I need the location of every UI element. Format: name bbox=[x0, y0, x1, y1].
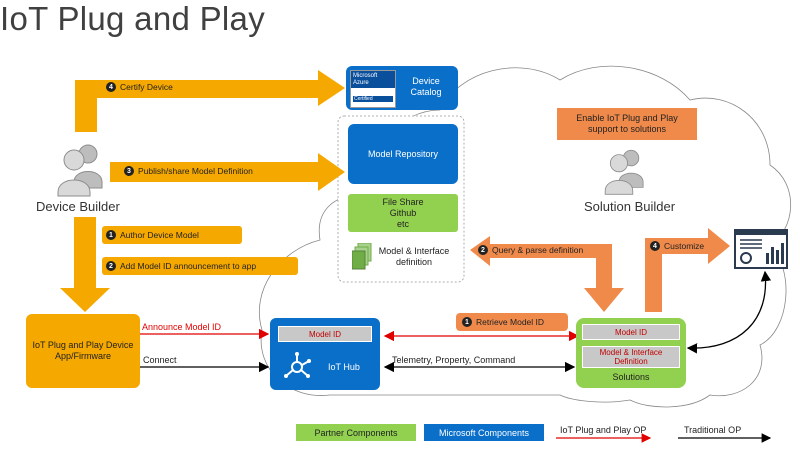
enable-pnp-note: Enable IoT Plug and Play support to solu… bbox=[557, 108, 697, 140]
step-number: 2 bbox=[478, 245, 488, 255]
step-certify: 4 Certify Device bbox=[106, 82, 173, 92]
down-arrow bbox=[60, 217, 110, 312]
step-number: 4 bbox=[106, 82, 116, 92]
dashboard-arrow bbox=[686, 270, 772, 354]
step-number: 1 bbox=[462, 317, 472, 327]
iot-hub: Model ID IoT Hub bbox=[270, 318, 380, 390]
legend-microsoft: Microsoft Components bbox=[424, 424, 544, 441]
customize-arrow bbox=[645, 228, 730, 312]
step-text: Customize bbox=[664, 241, 705, 251]
telemetry-label: Telemetry, Property, Command bbox=[392, 355, 516, 365]
device-catalog: Microsoft Azure Certified Device Catalog bbox=[346, 66, 458, 110]
solution-builder-label: Solution Builder bbox=[584, 199, 676, 214]
solution-builder-icon bbox=[600, 146, 650, 201]
step-text: Query & parse definition bbox=[492, 245, 584, 255]
step-number: 4 bbox=[650, 241, 660, 251]
query-arrow bbox=[470, 236, 624, 312]
dashboard-icon bbox=[734, 229, 788, 274]
step-number: 2 bbox=[106, 261, 116, 271]
step-text: Certify Device bbox=[120, 82, 173, 92]
file-share: File Share Github etc bbox=[348, 194, 458, 232]
certify-arrow bbox=[75, 70, 345, 132]
legend-partner: Partner Components bbox=[296, 424, 416, 441]
solutions-label: Solutions bbox=[612, 372, 650, 382]
step-add-model-id: 2 Add Model ID announcement to app bbox=[102, 257, 298, 275]
step-number: 1 bbox=[106, 230, 116, 240]
step-publish: 3 Publish/share Model Definition bbox=[124, 166, 253, 176]
solutions-model-id: Model ID bbox=[582, 324, 680, 340]
badge-line-2: Azure bbox=[353, 80, 369, 86]
iot-hub-label: IoT Hub bbox=[328, 362, 360, 372]
publish-arrow bbox=[110, 153, 345, 191]
step-number: 3 bbox=[124, 166, 134, 176]
badge-line-3: Certified bbox=[353, 96, 393, 102]
document-stack-icon bbox=[351, 242, 372, 276]
page-title: IoT Plug and Play bbox=[0, 0, 265, 37]
badge-line-1: Microsoft bbox=[353, 73, 378, 79]
device-catalog-label: Device Catalog bbox=[410, 76, 443, 97]
step-text: Retrieve Model ID bbox=[476, 317, 545, 327]
legend-pnp-op: IoT Plug and Play OP bbox=[560, 425, 647, 435]
iot-hub-model-id: Model ID bbox=[278, 326, 372, 342]
step-query-parse: 2 Query & parse definition bbox=[478, 245, 583, 255]
azure-certified-badge: Microsoft Azure Certified bbox=[350, 70, 396, 108]
legend-traditional-op: Traditional OP bbox=[684, 425, 742, 435]
step-text: Add Model ID announcement to app bbox=[120, 261, 257, 271]
step-retrieve: 1 Retrieve Model ID bbox=[456, 313, 568, 331]
solutions: Model ID Model & Interface Definition So… bbox=[576, 318, 686, 388]
device-builder-icon bbox=[52, 140, 110, 203]
step-author: 1 Author Device Model bbox=[102, 226, 242, 244]
announce-label: Announce Model ID bbox=[142, 322, 222, 332]
connect-label: Connect bbox=[143, 355, 177, 365]
device-builder-label: Device Builder bbox=[36, 199, 120, 214]
step-text: Publish/share Model Definition bbox=[138, 166, 253, 176]
step-text: Author Device Model bbox=[120, 230, 199, 240]
step-customize: 4 Customize bbox=[650, 241, 704, 251]
model-interface-definition: Model & Interface definition bbox=[378, 246, 450, 267]
solutions-model-definition: Model & Interface Definition bbox=[582, 346, 680, 368]
iot-hub-icon bbox=[282, 352, 312, 385]
device-app-firmware: IoT Plug and Play Device App/Firmware bbox=[26, 314, 140, 388]
model-repository: Model Repository bbox=[348, 124, 458, 184]
